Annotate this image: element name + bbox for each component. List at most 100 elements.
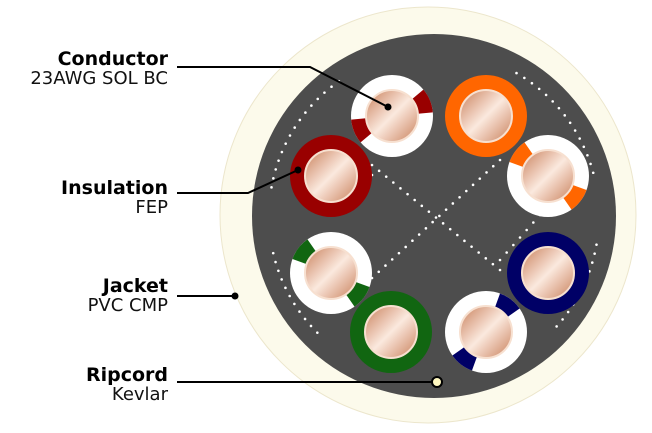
- copper-core: [521, 246, 575, 300]
- stripe-blue: [494, 293, 520, 318]
- separator-dot: [523, 76, 526, 80]
- separator-dot: [593, 252, 596, 255]
- separator-dot: [589, 162, 592, 166]
- copper-core: [304, 149, 358, 203]
- stripe-blue: [452, 346, 478, 371]
- separator-dot: [470, 245, 473, 248]
- insulation-leader: [177, 169, 299, 194]
- separator-dot: [413, 198, 416, 202]
- separator-dot: [420, 204, 424, 208]
- conductor-white-orange: [507, 135, 589, 217]
- separator-dot: [384, 264, 387, 267]
- separator-dot: [277, 269, 280, 273]
- separator-dot: [591, 171, 595, 175]
- jacket-callout: Jacket PVC CMP: [88, 276, 168, 316]
- separator-dot: [404, 245, 407, 249]
- copper-core: [521, 149, 575, 203]
- separator-dot: [582, 145, 586, 149]
- separator-dot: [498, 268, 502, 272]
- copper-core: [459, 89, 513, 143]
- separator-dot: [280, 150, 284, 154]
- conductor-blue: [507, 232, 589, 314]
- insulation-label: Insulation: [61, 177, 168, 199]
- separator-dot: [288, 134, 292, 137]
- jacket-spec: PVC CMP: [87, 295, 168, 316]
- jacket-label: Jacket: [102, 275, 168, 297]
- separator-dot: [448, 227, 452, 231]
- separator-dot: [384, 175, 388, 178]
- separator-dot: [298, 310, 301, 313]
- separator-dot: [288, 294, 291, 298]
- jacket-leader-dot: [231, 292, 239, 300]
- separator-dot: [505, 251, 508, 254]
- separator-dot: [566, 310, 570, 314]
- separator-dot: [512, 243, 515, 247]
- separator-dot: [590, 261, 594, 264]
- stripe-green: [292, 239, 317, 265]
- leader-lines: [177, 66, 432, 383]
- separator-dot: [573, 129, 577, 132]
- separator-dot: [563, 114, 567, 117]
- conductor-white-brown: [351, 75, 433, 157]
- conductor-white-green: [290, 232, 372, 314]
- separator-dot: [458, 195, 461, 199]
- ripcord: [431, 376, 443, 388]
- copper-core: [459, 305, 513, 359]
- separator-dot: [377, 270, 381, 274]
- separator-dot: [397, 251, 401, 255]
- separator-dot: [555, 325, 558, 328]
- separator-dot: [438, 214, 441, 218]
- separator-dot: [304, 111, 307, 114]
- separator-dot: [444, 208, 448, 211]
- conductor-leader: [177, 66, 389, 108]
- separator-dot: [411, 239, 414, 243]
- separator-dot: [530, 81, 534, 85]
- separator-dot: [557, 106, 561, 110]
- separator-dot: [280, 278, 283, 281]
- conductors: [290, 75, 589, 373]
- separator-dot: [434, 216, 438, 219]
- separator-dot: [316, 97, 320, 101]
- conductor-green: [350, 291, 432, 373]
- filler: [252, 34, 616, 398]
- conductor-white-blue: [445, 291, 527, 373]
- separator-dot: [477, 251, 480, 254]
- separator-dot: [578, 137, 581, 140]
- separator-dot: [316, 331, 319, 334]
- separator-dot: [377, 169, 381, 173]
- separator-dot: [277, 159, 280, 162]
- separator-dot: [491, 164, 495, 168]
- separator-dot: [330, 85, 333, 88]
- separator-dot: [274, 260, 277, 264]
- separator-dot: [284, 142, 287, 145]
- separator-dot: [532, 221, 535, 224]
- separator-dot: [537, 87, 541, 91]
- separator-dot: [272, 177, 275, 180]
- separator-dot: [284, 286, 287, 290]
- separator-dot: [431, 220, 434, 224]
- conductor-label: Conductor: [57, 48, 168, 70]
- separator-dot: [525, 228, 528, 232]
- separator-dot: [595, 243, 598, 246]
- copper-core: [364, 305, 418, 359]
- stripe-green: [345, 281, 370, 307]
- separator-dot: [465, 189, 468, 193]
- copper-core: [304, 246, 358, 300]
- separator-dot: [323, 91, 326, 94]
- separator-dot: [463, 239, 466, 243]
- separator-dot: [293, 126, 296, 129]
- separator-dot: [456, 233, 459, 237]
- separator-dot: [484, 257, 488, 260]
- separator-dot: [271, 251, 275, 255]
- insulation-callout: Insulation FEP: [61, 178, 168, 218]
- insulation-spec: FEP: [135, 197, 168, 218]
- conductor-spec: 23AWG SOL BC: [30, 68, 168, 89]
- conductor-orange: [445, 75, 527, 157]
- separator-dot: [561, 318, 564, 321]
- separator-dot: [478, 177, 482, 180]
- conductor-brown: [290, 135, 372, 217]
- separator-dot: [518, 236, 522, 239]
- separator-dot: [298, 118, 302, 122]
- copper-core: [365, 89, 419, 143]
